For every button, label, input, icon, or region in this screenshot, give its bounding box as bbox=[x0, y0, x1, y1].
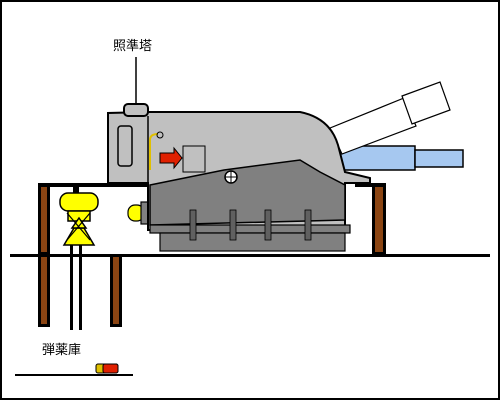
elevated-barrel-outline bbox=[329, 81, 451, 155]
shell-hoist bbox=[59, 187, 99, 246]
hoist-shaft-right-wall bbox=[110, 257, 122, 327]
loading-shell bbox=[127, 201, 152, 225]
gun-mount bbox=[149, 159, 346, 226]
turret-base bbox=[149, 209, 351, 252]
left-pit-wall bbox=[38, 183, 50, 327]
right-pit-wall bbox=[355, 183, 386, 255]
hoist-shaft bbox=[70, 245, 82, 330]
rangefinder-tower-label: 照準塔 bbox=[113, 39, 153, 54]
ground-line bbox=[10, 254, 490, 257]
magazine-floor bbox=[15, 374, 133, 376]
magazine-label: 弾薬庫 bbox=[42, 343, 82, 358]
breech-area bbox=[149, 131, 206, 173]
ammo-cart bbox=[95, 363, 119, 374]
pit-ceiling bbox=[38, 183, 148, 187]
